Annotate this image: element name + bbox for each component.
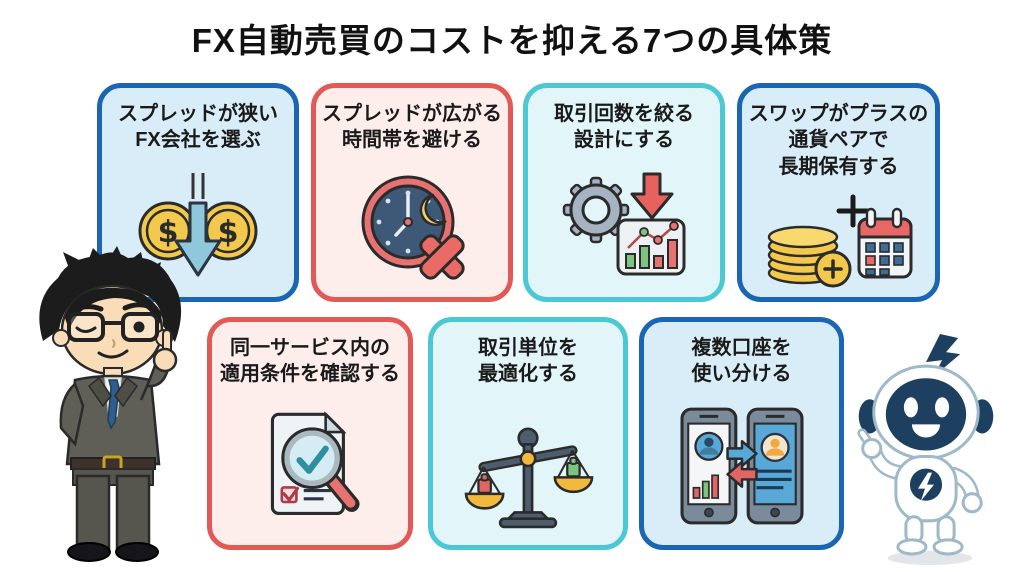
card-label-line: 時間帯を避ける [342,129,482,152]
card-label-line: 最適化する [478,363,578,386]
robot-mascot [853,330,1005,566]
coins-plus-calendar-icon [742,180,935,297]
card-label-line: 取引単位を [478,337,578,359]
card-label-line: FX会社を選ぶ [135,129,261,152]
card-label-line: 使い分ける [691,363,792,386]
card-label: 複数口座を 使い分ける [692,335,792,388]
card-label-line: 複数口座を [691,337,792,359]
card-label-line: スワップがプラスの [748,103,929,125]
card-label: スプレッドが狭い FX会社を選ぶ [118,101,278,154]
svg-text:$: $ [218,215,239,250]
card-limit-trade-count: 取引回数を絞る 設計にする [523,83,725,302]
card-optimize-trade-unit: 取引単位を 最適化する [428,317,628,550]
card-positive-swap-long-hold: スワップがプラスの 通貨ペアで 長期保有する [737,83,940,302]
card-label-line: スプレッドが広がる [322,103,502,125]
robot-shadow [887,550,973,565]
card-label-line: 取引回数を絞る [554,103,694,125]
card-label: 同一サービス内の 適用条件を確認する [220,335,400,388]
card-label: スプレッドが広がる 時間帯を避ける [322,101,502,154]
card-label: 取引単位を 最適化する [478,335,578,388]
gear-chart-reduce-icon [528,154,720,297]
coins-down-arrow-icon: $ $ [102,154,294,297]
card-label: スワップがプラスの 通貨ペアで 長期保有する [749,101,929,180]
svg-text:$: $ [158,215,179,250]
businessman-mascot [12,246,214,566]
balance-scale-icon [433,388,623,545]
card-label-line: 通貨ペアで [788,129,889,152]
card-label-line: 適用条件を確認する [220,363,400,386]
card-use-multiple-accounts: 複数口座を 使い分ける [639,317,844,550]
card-avoid-wide-spread-hours: スプレッドが広がる 時間帯を避ける [311,83,513,302]
card-check-service-conditions: 同一サービス内の 適用条件を確認する [207,317,413,550]
page-title: FX自動売買のコストを抑える7つの具体策 [191,22,833,59]
dual-phones-transfer-icon [644,388,839,545]
card-label: 取引回数を絞る 設計にする [554,101,694,154]
document-magnifier-icon [212,388,408,545]
card-label-line: 設計にする [573,129,675,152]
card-label-line: スプレッドが狭い [118,103,278,125]
card-narrow-spread-broker: スプレッドが狭い FX会社を選ぶ $ $ [97,83,299,302]
card-label-line: 同一サービス内の [230,337,390,359]
card-label-line: 長期保有する [778,155,899,178]
clock-avoid-icon [316,154,508,297]
